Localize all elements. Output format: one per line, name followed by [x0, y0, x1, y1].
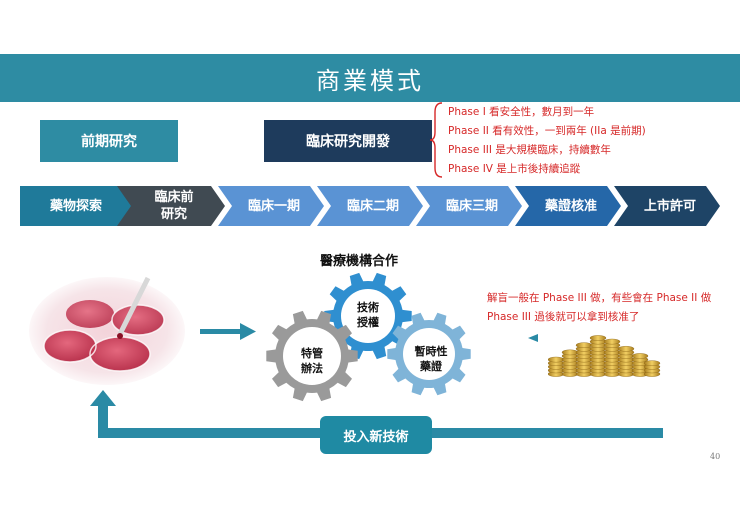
curly-brace-icon: [429, 102, 443, 178]
invest-new-tech-label: 投入新技術: [343, 429, 409, 445]
gear-tech-license-label: 技術 授權: [357, 301, 379, 329]
pipeline-step-phase-3: [416, 186, 522, 226]
pipeline-label-approval: 藥證核准: [544, 198, 597, 214]
right-arrow-icon: [200, 323, 256, 340]
gear-temporary-license: [387, 312, 471, 396]
cooperation-title: 醫療機構合作: [320, 254, 399, 269]
early-research-label: 前期研究: [81, 134, 137, 150]
unblinding-note: 解盲一般在 Phase III 做，有些會在 Phase II 做: [487, 292, 712, 304]
phase-2-note: Phase II 看有效性，一到兩年 (IIa 是前期): [448, 125, 646, 137]
pipeline-step-preclinical: [117, 186, 225, 226]
gears-diagram: [266, 272, 471, 402]
pipeline-step-phase-2: [317, 186, 423, 226]
gear-temporary-license-label: 暫時性 藥證: [414, 345, 448, 373]
pipeline-chevrons: [20, 186, 720, 226]
pipeline-step-phase-1: [218, 186, 324, 226]
page-number: 40: [710, 452, 721, 461]
small-arrow-icon: [528, 334, 538, 342]
pipeline-label-preclinical: 臨床前 研究: [154, 190, 194, 222]
pipeline-step-approval: [515, 186, 621, 226]
pipeline-label-phase-3: 臨床三期: [445, 198, 498, 214]
pipeline-label-phase-1: 臨床一期: [247, 198, 300, 214]
gear-special-regulation: [266, 310, 358, 402]
gear-special-regulation-label: 特管 辦法: [301, 347, 323, 375]
pipeline-label-drug-discovery: 藥物探索: [49, 198, 102, 214]
early-research-box: 前期研究: [40, 120, 178, 162]
pipeline-step-drug-discovery: [20, 186, 132, 226]
invest-new-tech-box: 投入新技術: [320, 416, 432, 454]
pipeline-label-phase-2: 臨床二期: [346, 198, 399, 214]
phase-3-note: Phase III 是大規模臨床，持續數年: [448, 144, 611, 156]
pipeline-step-market: [614, 186, 720, 226]
pipeline-label-market: 上市許可: [643, 198, 696, 214]
petri-dish-image: [29, 276, 185, 385]
slide-title: 商業模式: [316, 66, 424, 95]
phase-1-note: Phase I 看安全性，數月到一年: [448, 106, 595, 118]
approval-note: Phase III 過後就可以拿到核准了: [487, 311, 640, 323]
clinical-development-label: 臨床研究開發: [306, 134, 390, 150]
clinical-development-box: 臨床研究開發: [264, 120, 432, 162]
slide-title-bar: 商業模式: [0, 54, 740, 102]
gold-coins-image: [548, 335, 661, 377]
phase-4-note: Phase IV 是上市後持續追蹤: [448, 163, 581, 175]
